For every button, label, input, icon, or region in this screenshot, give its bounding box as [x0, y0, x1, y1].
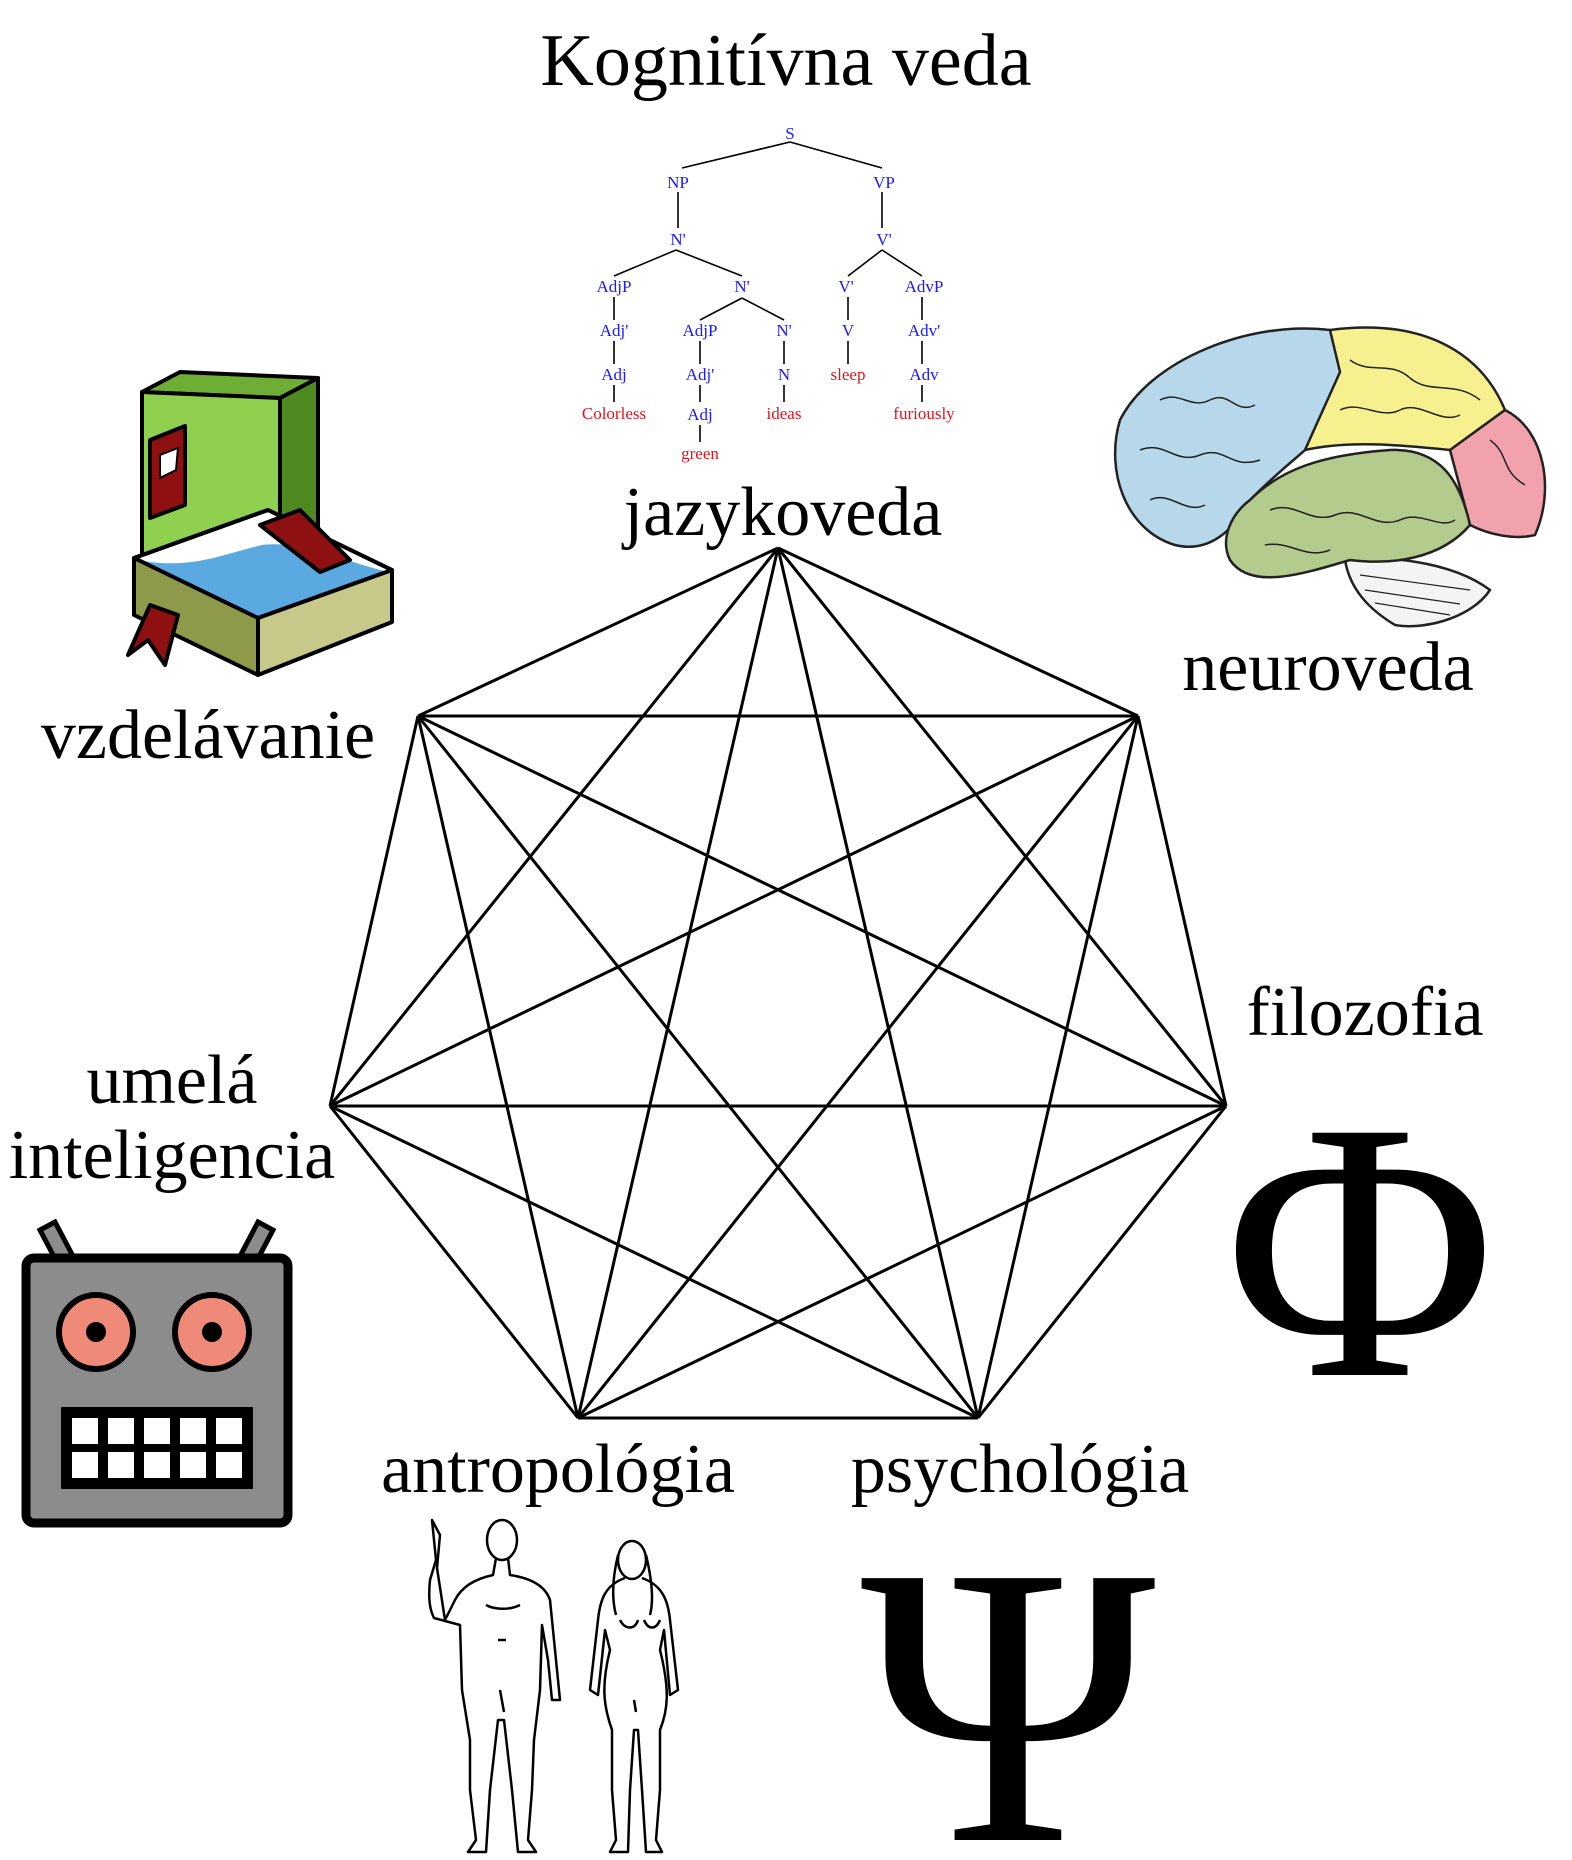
graph-edge [1136, 715, 1228, 1107]
label-linguistics: jazykoveda [621, 474, 943, 551]
label-anthropology: antropológia [381, 1431, 735, 1508]
graph-edge [416, 715, 580, 1419]
graph-edge [328, 547, 780, 1107]
graph-edge [776, 547, 980, 1419]
brain-icon [1113, 326, 1547, 628]
label-psychology: psychológia [851, 1431, 1189, 1508]
tree-word-colorless: Colorless [582, 404, 646, 423]
tree-node-s: S [785, 124, 794, 143]
graph-edge [328, 1105, 580, 1419]
graph-edge [576, 715, 1140, 1419]
graph-edge [328, 715, 420, 1107]
tree-node-v: V [842, 321, 855, 340]
label-ai-line1: umelá [86, 1042, 257, 1119]
graph-edge [417, 714, 1227, 1108]
parse-tree-nodes: S NP VP N' V' AdjP N' V' AdvP Adj' AdjP … [597, 124, 944, 424]
parse-tree-words: Colorless ideas sleep furiously green [582, 365, 955, 463]
tree-word-sleep: sleep [831, 365, 866, 384]
graph-edge [416, 715, 980, 1419]
tree-node-vp: VP [873, 173, 895, 192]
tree-node-adjp: AdjP [683, 321, 718, 340]
graph-edge [329, 1104, 979, 1420]
psi-symbol: Ψ [860, 1484, 1160, 1860]
tree-node-adjp: AdjP [597, 277, 632, 296]
tree-node-nbar: N' [734, 277, 749, 296]
human-figures-icon [427, 1518, 680, 1854]
graph-edge [777, 546, 1139, 718]
graph-edge [976, 715, 1140, 1419]
graph-edge [329, 714, 1139, 1108]
graph-edge [776, 547, 1228, 1107]
parse-tree [613, 141, 923, 442]
discipline-graph [328, 546, 1228, 1420]
tree-word-ideas: ideas [767, 404, 802, 423]
phi-symbol: Φ [1225, 1046, 1495, 1456]
tree-node-adj: Adj [687, 405, 713, 424]
tree-word-furiously: furiously [893, 404, 955, 423]
tree-node-vbar: V' [838, 277, 853, 296]
tree-node-adjbar: Adj' [600, 321, 629, 340]
tree-node-nbar: N' [670, 230, 685, 249]
diagram-title: Kognitívna veda [540, 20, 1031, 102]
robot-icon [21, 1218, 293, 1528]
tree-node-adj: Adj [601, 365, 627, 384]
tree-word-green: green [681, 444, 719, 463]
label-philosophy: filozofia [1246, 974, 1483, 1051]
tree-node-adjbar: Adj' [686, 365, 715, 384]
label-neuroscience: neuroveda [1182, 629, 1474, 706]
books-icon [126, 370, 394, 677]
tree-node-nbar: N' [776, 321, 791, 340]
tree-node-np: NP [667, 173, 689, 192]
label-ai-line2: inteligencia [9, 1117, 336, 1194]
graph-edge [417, 546, 779, 718]
graph-edge [577, 1104, 1227, 1420]
graph-edge [576, 547, 780, 1419]
tree-node-adv: Adv [909, 365, 939, 384]
tree-node-advp: AdvP [905, 277, 944, 296]
graph-edge [976, 1105, 1228, 1419]
label-education: vzdelávanie [41, 697, 375, 774]
tree-node-advbar: Adv' [908, 321, 940, 340]
tree-node-vbar: V' [876, 230, 891, 249]
tree-node-n: N [778, 365, 790, 384]
